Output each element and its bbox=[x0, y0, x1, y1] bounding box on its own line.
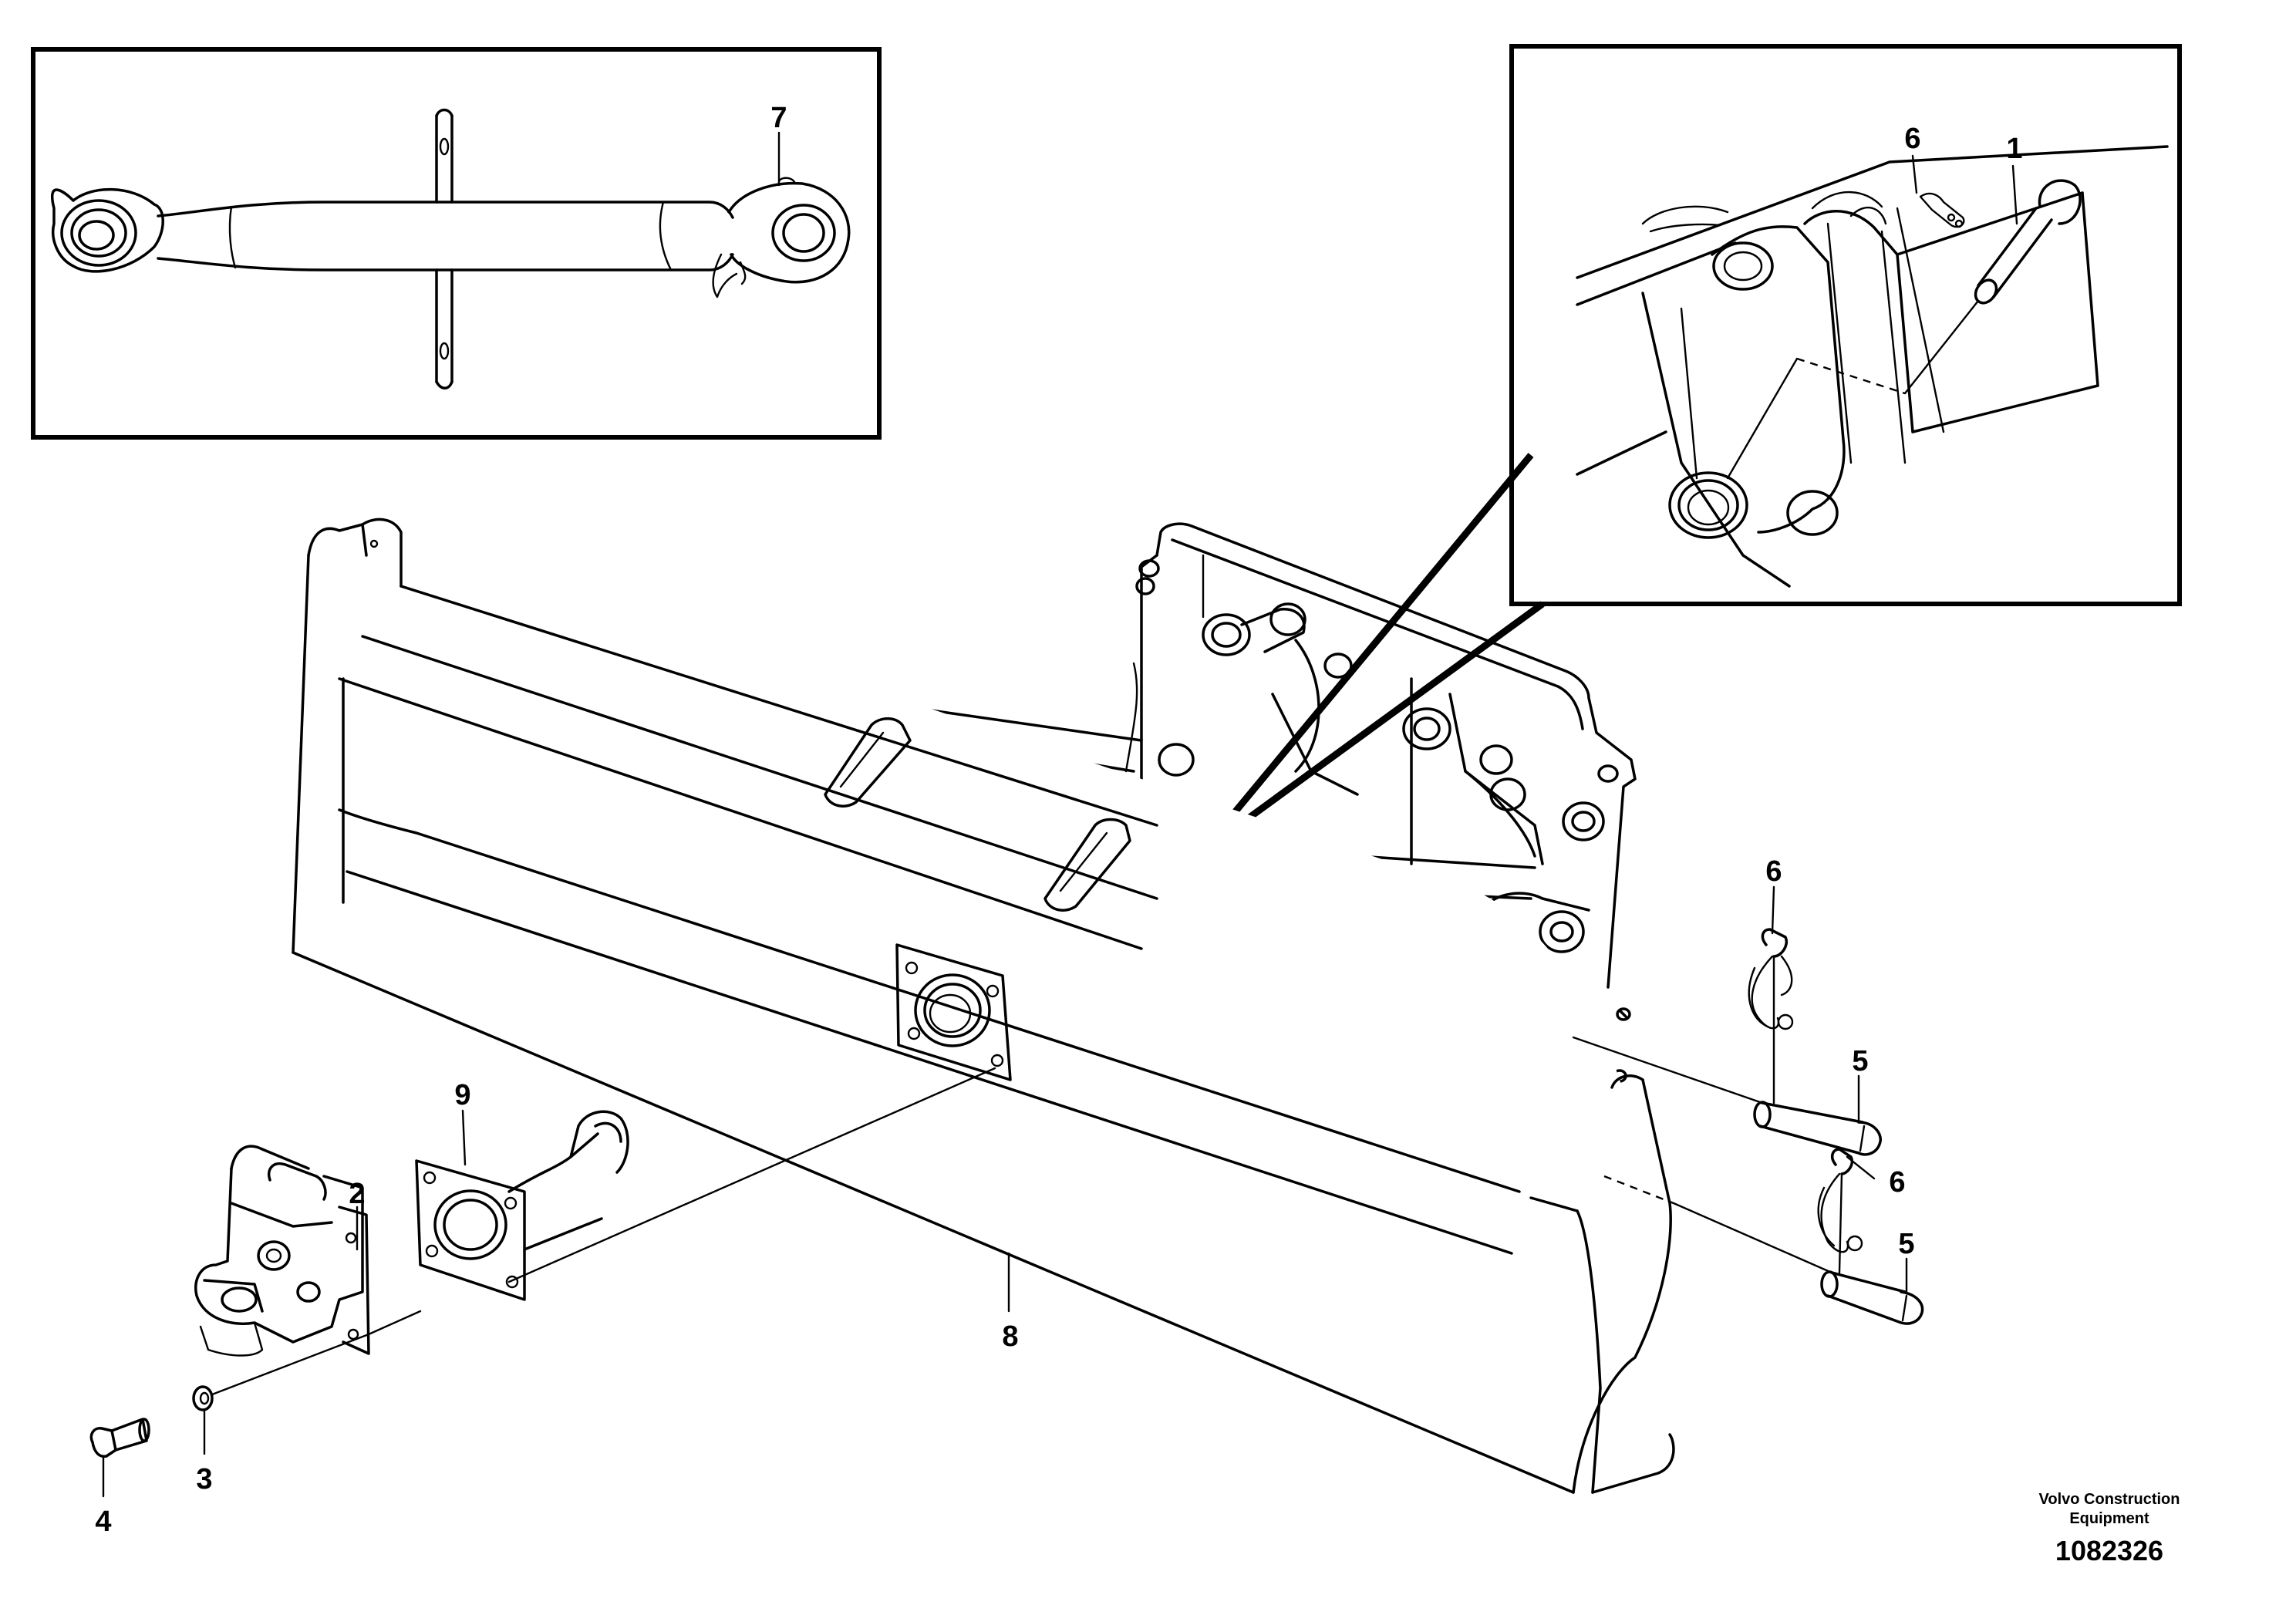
callout-5-upper: 5 bbox=[1852, 1045, 1868, 1077]
callout-8: 8 bbox=[1002, 1320, 1018, 1353]
inset-pin-detail: 1 6 bbox=[1509, 44, 2182, 606]
callout-2: 2 bbox=[349, 1178, 365, 1210]
bolt-4 bbox=[89, 1418, 150, 1458]
pin-upper bbox=[1572, 1036, 1882, 1156]
callout-5-lower: 5 bbox=[1898, 1228, 1914, 1260]
clip-pin-lower bbox=[1817, 1148, 1863, 1274]
callout-4: 4 bbox=[95, 1506, 111, 1538]
callout-9: 9 bbox=[454, 1079, 470, 1111]
document-number: 1082326 bbox=[2055, 1535, 2163, 1566]
top-link-drawing bbox=[51, 108, 851, 389]
callout-7: 7 bbox=[770, 102, 787, 134]
publisher-footer: Volvo Construction Equipment 1082326 bbox=[2039, 1491, 2180, 1566]
callout-6-inset: 6 bbox=[1904, 123, 1920, 155]
hitch-tube-9 bbox=[415, 1067, 996, 1301]
pin-lower bbox=[1603, 1175, 1924, 1325]
hitch-coupler-2 bbox=[194, 1145, 422, 1357]
inset-top-link: 7 bbox=[31, 47, 882, 440]
callout-6-upper: 6 bbox=[1765, 855, 1782, 888]
brand-line-1: Volvo Construction bbox=[2039, 1491, 2180, 1508]
callout-3: 3 bbox=[196, 1463, 212, 1496]
brand-line-2: Equipment bbox=[2069, 1510, 2149, 1527]
clip-pin-upper bbox=[1748, 928, 1794, 1104]
callout-6-lower: 6 bbox=[1889, 1166, 1905, 1199]
callout-1: 1 bbox=[2006, 133, 2022, 165]
frame-detail-drawing bbox=[1576, 145, 2169, 588]
dozer-blade bbox=[292, 514, 1675, 1494]
washer-3 bbox=[192, 1333, 370, 1411]
